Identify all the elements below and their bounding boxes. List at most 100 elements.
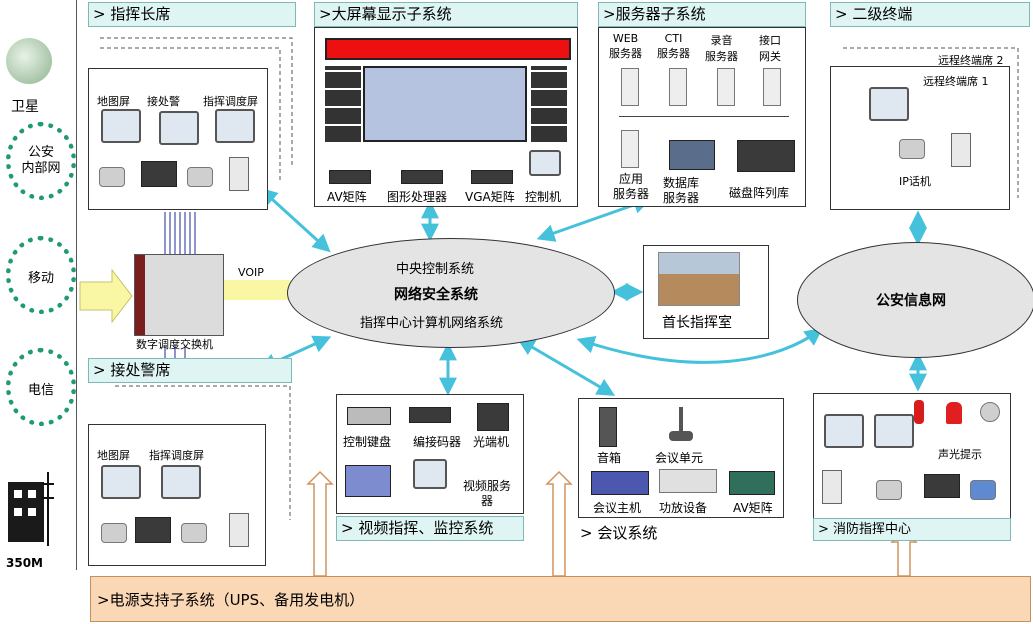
side-monitors-left — [325, 66, 361, 142]
phone-icon — [187, 167, 213, 187]
server-label: 录音 服务器 — [705, 34, 738, 63]
phone-icon — [181, 523, 207, 543]
power-bar: >电源支持子系统（UPS、备用发电机） — [90, 576, 1031, 622]
database-server-icon — [669, 140, 715, 170]
disk-array-icon — [737, 140, 795, 172]
fire-panel: 声光提示 — [813, 393, 1011, 541]
remote-terminal-1-label: 远程终端席 1 — [923, 75, 989, 88]
mic-icon — [679, 407, 683, 433]
cloud-label: 公安 内部网 — [21, 145, 61, 176]
conf-host-icon — [591, 471, 649, 495]
device-label: 控制机 — [525, 190, 562, 204]
video-recorder-icon — [345, 465, 391, 497]
device-label: 地图屏 — [97, 449, 130, 462]
monitor-icon — [101, 109, 141, 143]
fire-header: > 消防指挥中心 — [813, 518, 1011, 541]
conf-unit-icon — [669, 431, 693, 441]
big-screen-title: >大屏幕显示子系统 — [319, 5, 452, 23]
big-screen-panel: AV矩阵 图形处理器 VGA矩阵 控制机 — [314, 27, 578, 207]
device-label: 指挥调度屏 — [203, 95, 258, 108]
device-label: 会议单元 — [655, 451, 704, 465]
computer-tower-icon — [229, 513, 249, 547]
cloud-label: 移动 — [27, 271, 54, 286]
globe-icon — [6, 38, 52, 84]
monitor-icon — [215, 109, 255, 143]
server-icon — [763, 68, 781, 106]
central-network-ellipse — [287, 238, 615, 348]
radio-icon — [141, 161, 177, 187]
computer-tower-icon — [951, 133, 971, 167]
cloud-mobile: 移动 — [6, 236, 76, 314]
monitor-icon — [161, 465, 201, 499]
av-matrix-icon — [729, 471, 775, 495]
server-label: 应用 服务器 — [613, 172, 650, 201]
monitor-icon — [101, 465, 141, 499]
speaker-icon — [599, 407, 617, 447]
radio-icon — [135, 517, 171, 543]
receive-panel: 地图屏 指挥调度屏 — [88, 424, 266, 566]
phone-icon — [101, 523, 127, 543]
command-chief-header: > 指挥长席 — [88, 2, 296, 27]
server-panel: WEB 服务器 CTI 服务器 录音 服务器 接口 网关 应用 服务器 数据库 … — [598, 27, 806, 207]
device-label: 接处警 — [147, 95, 180, 108]
meeting-room-photo — [658, 252, 740, 306]
phone-icon — [899, 139, 925, 159]
radio-tower-icon — [6, 468, 56, 548]
server-label: 磁盘阵列库 — [729, 186, 790, 200]
phone-icon — [99, 167, 125, 187]
chief-room-panel: 首长指挥室 — [643, 245, 769, 339]
conference-panel: 音箱 会议单元 会议主机 功放设备 AV矩阵 — [578, 398, 784, 518]
remote-terminal-2-label: 远程终端席 2 — [938, 54, 1004, 67]
device-label: 指挥调度屏 — [149, 449, 204, 462]
server-icon — [621, 68, 639, 106]
chief-room-label: 首长指挥室 — [662, 315, 732, 331]
central-line1: 中央控制系统 — [396, 262, 475, 277]
server-label: CTI 服务器 — [657, 32, 690, 60]
vga-matrix-icon — [471, 170, 513, 184]
side-monitors-right — [531, 66, 567, 142]
radio-icon — [924, 474, 960, 498]
av-matrix-icon — [329, 170, 371, 184]
device-label: VGA矩阵 — [465, 190, 515, 204]
receive-header: > 接处警席 — [88, 358, 292, 383]
keyboard-icon — [347, 407, 391, 425]
monitor-icon — [869, 87, 909, 121]
server-header: >服务器子系统 — [598, 2, 806, 27]
computer-tower-icon — [229, 157, 249, 191]
monitor-icon — [874, 414, 914, 448]
central-line2: 网络安全系统 — [394, 287, 478, 303]
tower-label: 350M — [6, 556, 43, 570]
server-label: 接口 网关 — [759, 34, 781, 63]
server-title: >服务器子系统 — [603, 5, 706, 23]
optical-terminal-icon — [477, 403, 509, 431]
monitor-icon — [413, 459, 447, 489]
server-icon — [669, 68, 687, 106]
police-net-label: 公安信息网 — [876, 293, 946, 309]
led-banner — [325, 38, 571, 60]
fire-title: > 消防指挥中心 — [818, 522, 912, 537]
terminal-header: > 二级终端 — [830, 2, 1030, 27]
voip-label: VOIP — [238, 266, 264, 279]
device-label: 视频服务 器 — [463, 479, 512, 508]
cloud-police-intranet: 公安 内部网 — [6, 122, 76, 200]
receive-title: > 接处警席 — [93, 361, 171, 379]
police-net-ellipse — [797, 242, 1033, 358]
extinguisher-icon — [914, 400, 924, 424]
device-label: 会议主机 — [593, 501, 642, 515]
server-bus — [619, 116, 789, 117]
command-chief-title: > 指挥长席 — [93, 5, 171, 23]
ip-phone-label: IP话机 — [899, 175, 931, 188]
amplifier-icon — [659, 469, 717, 493]
video-title: > 视频指挥、监控系统 — [341, 519, 494, 537]
device-label: AV矩阵 — [733, 501, 773, 515]
alarm-light-icon — [946, 402, 962, 424]
terminal-panel: 远程终端席 1 IP话机 — [830, 66, 1010, 210]
cloud-label: 电信 — [27, 383, 54, 398]
phone-icon — [876, 480, 902, 500]
device-label: 光端机 — [473, 435, 510, 449]
device-label: 音箱 — [597, 451, 622, 465]
server-icon — [621, 130, 639, 168]
monitor-icon — [824, 414, 864, 448]
terminal-title: > 二级终端 — [835, 5, 913, 23]
phone-icon — [970, 480, 996, 500]
